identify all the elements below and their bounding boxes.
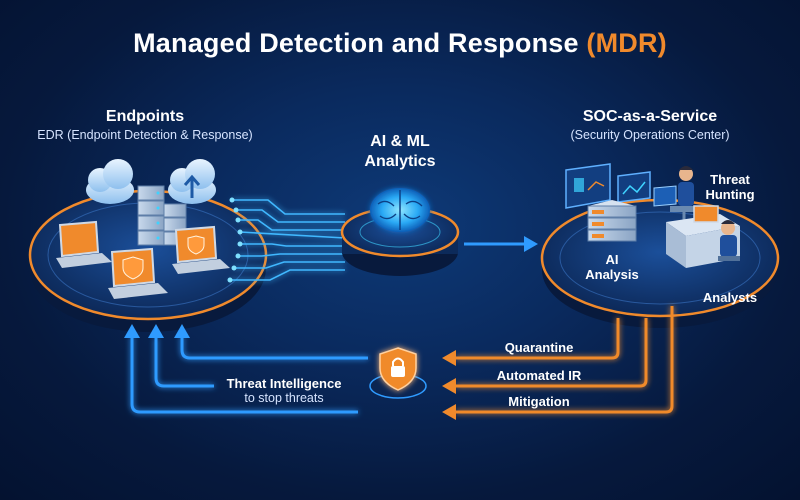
cloud-icon (86, 159, 134, 204)
endpoints-subtitle: EDR (Endpoint Detection & Response) (20, 128, 270, 142)
monitor-icon (566, 164, 610, 208)
brain-icon (370, 188, 430, 232)
analytics-title-line2: Analytics (330, 152, 470, 172)
lock-shield-icon (370, 348, 426, 398)
ai-analysis-line1: AI (572, 252, 652, 267)
threat-intel-line1: Threat Intelligence (204, 376, 364, 391)
ai-analysis-label: AI Analysis (572, 252, 652, 282)
threat-hunting-label: Threat Hunting (690, 172, 770, 202)
page-title: Managed Detection and Response (MDR) (0, 28, 800, 59)
response-arrowheads (442, 350, 456, 420)
analytics-title: AI & ML Analytics (330, 132, 470, 172)
cloud-upload-icon (168, 159, 216, 204)
automated-ir-label: Automated IR (474, 368, 604, 383)
shield-icon (188, 236, 204, 254)
title-acronym: (MDR) (586, 28, 666, 58)
analysts-label: Analysts (690, 290, 770, 305)
quarantine-label: Quarantine (474, 340, 604, 355)
threat-hunting-line2: Hunting (690, 187, 770, 202)
soc-subtitle: (Security Operations Center) (530, 128, 770, 142)
server-icon (588, 200, 636, 241)
soc-title: SOC-as-a-Service (540, 108, 760, 126)
title-main: Managed Detection and Response (133, 28, 579, 58)
threat-intel-label: Threat Intelligence to stop threats (204, 376, 364, 406)
endpoints-title: Endpoints (40, 108, 250, 126)
monitor-icon (618, 172, 650, 202)
threat-hunting-line1: Threat (690, 172, 770, 187)
threat-intel-line2: to stop threats (204, 391, 364, 406)
analytics-to-soc-arrow (464, 236, 538, 252)
mitigation-label: Mitigation (474, 394, 604, 409)
ai-analysis-line2: Analysis (572, 267, 652, 282)
analytics-title-line1: AI & ML (330, 132, 470, 152)
